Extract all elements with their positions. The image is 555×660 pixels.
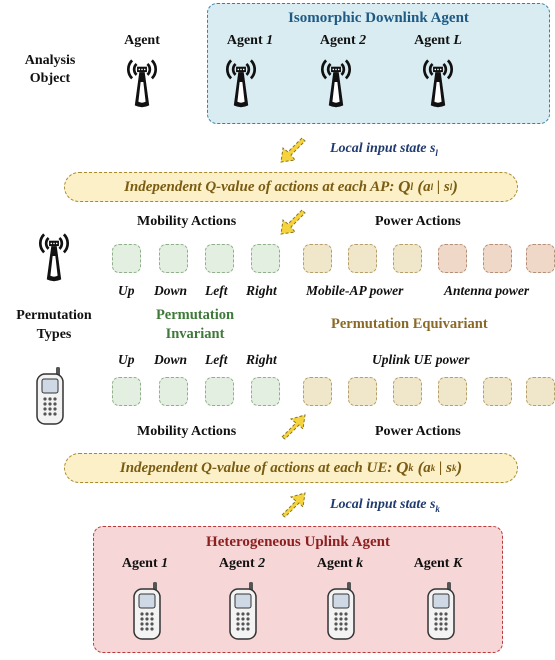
action-cell-ap-power: [393, 244, 422, 273]
mobile-phone-icon: [34, 366, 68, 426]
action-cell-mobility-right: [251, 377, 280, 406]
analysis-object-label: Analysis Object: [24, 53, 76, 86]
antenna-tower-icon: [223, 52, 259, 112]
antenna-tower-icon: [318, 52, 354, 112]
uplink-ue-power-label: Uplink UE power: [372, 352, 470, 367]
downlink-title: Isomorphic Downlink Agent: [288, 10, 469, 26]
mobility-item-up: Up: [118, 283, 135, 298]
mobility-item-down: Down: [154, 283, 188, 298]
antenna-tower-icon: [124, 52, 160, 112]
yellow-arrow-icon: [278, 488, 308, 518]
action-cell-ue-power: [526, 377, 555, 406]
permutation-equivariant-label: Permutation Equivariant: [331, 316, 488, 332]
mobile-phone-icon: [131, 580, 165, 642]
yellow-arrow-icon: [276, 135, 306, 165]
local-input-state-bottom: Local input state sk: [330, 497, 440, 514]
downlink-agent-box: [207, 3, 550, 124]
action-cell-antenna-power: [438, 244, 467, 273]
yellow-arrow-icon: [276, 207, 306, 237]
action-cell-ue-power: [393, 377, 422, 406]
uplink-agent-1-label: Agent 1: [121, 556, 169, 571]
mobility-item-left: Left: [205, 283, 228, 298]
mobility-actions-label-top: Mobility Actions: [137, 214, 237, 229]
action-cell-ue-power: [438, 377, 467, 406]
mobility-item-right: Right: [246, 283, 277, 298]
mobile-phone-icon: [325, 580, 359, 642]
action-cell-ue-power: [348, 377, 377, 406]
mobile-phone-icon: [425, 580, 459, 642]
permutation-invariant-label: Permutation Invariant: [155, 307, 235, 342]
uplink-agent-2-label: Agent 2: [218, 556, 266, 571]
mobility-item-right: Right: [246, 352, 277, 367]
action-cell-ue-power: [303, 377, 332, 406]
action-cell-antenna-power: [526, 244, 555, 273]
local-input-state-top: Local input state sl: [330, 141, 438, 158]
mobility-item-up: Up: [118, 352, 135, 367]
q-value-banner-ue: Independent Q-value of actions at each U…: [64, 453, 518, 483]
mobility-item-down: Down: [154, 352, 188, 367]
action-cell-mobility-up: [112, 244, 141, 273]
yellow-arrow-icon: [278, 410, 308, 440]
mobility-item-left: Left: [205, 352, 228, 367]
permutation-types-label: Permutation Types: [16, 308, 92, 342]
uplink-agent-k-label: Agent k: [316, 556, 364, 571]
action-cell-mobility-left: [205, 377, 234, 406]
action-cell-mobility-down: [159, 244, 188, 273]
downlink-agent-1-label: Agent 1: [226, 33, 274, 48]
uplink-agent-K-label: Agent K: [413, 556, 463, 571]
antenna-tower-icon: [420, 52, 456, 112]
antenna-power-label: Antenna power: [444, 283, 530, 298]
power-actions-label-top: Power Actions: [375, 214, 461, 229]
mobile-phone-icon: [227, 580, 261, 642]
action-cell-mobility-right: [251, 244, 280, 273]
uplink-title: Heterogeneous Uplink Agent: [206, 534, 390, 550]
antenna-tower-icon: [36, 226, 72, 286]
analysis-agent-label: Agent: [124, 33, 160, 48]
action-cell-mobility-left: [205, 244, 234, 273]
mobile-ap-power-label: Mobile-AP power: [306, 283, 404, 298]
action-cell-mobility-up: [112, 377, 141, 406]
downlink-agent-l-label: Agent L: [414, 33, 462, 48]
q-value-banner-ap: Independent Q-value of actions at each A…: [64, 172, 518, 202]
action-cell-ue-power: [483, 377, 512, 406]
power-actions-label-bottom: Power Actions: [375, 424, 461, 439]
mobility-actions-label-bottom: Mobility Actions: [137, 424, 237, 439]
action-cell-mobility-down: [159, 377, 188, 406]
action-cell-ap-power: [348, 244, 377, 273]
action-cell-antenna-power: [483, 244, 512, 273]
downlink-agent-2-label: Agent 2: [319, 33, 367, 48]
action-cell-ap-power: [303, 244, 332, 273]
